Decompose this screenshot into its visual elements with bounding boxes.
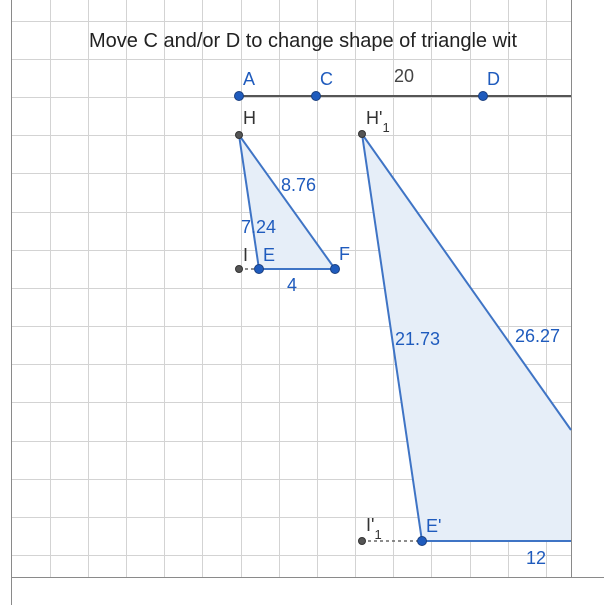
slider-point-a[interactable] <box>234 91 244 101</box>
small-triangle-side-he <box>238 134 260 270</box>
large-point-h[interactable] <box>358 130 366 138</box>
small-point-f[interactable] <box>330 264 340 274</box>
large-triangle-fill <box>362 134 571 541</box>
large-length-hf: 26.27 <box>515 326 560 346</box>
large-point-i[interactable] <box>358 537 366 545</box>
small-length-hf: 8.76 <box>281 175 316 195</box>
small-label-f: F <box>339 244 350 264</box>
small-label-e: E <box>263 245 275 265</box>
large-triangle-side-he <box>361 133 423 542</box>
slider-label-c: C <box>320 69 333 89</box>
large-label-e: E' <box>426 516 441 536</box>
large-label-h: H'1 <box>366 108 390 135</box>
large-point-e[interactable] <box>417 536 427 546</box>
slider-point-d[interactable] <box>478 91 488 101</box>
large-length-ef: 12 <box>526 548 546 568</box>
large-triangle-side-hf <box>361 133 572 431</box>
slider-value: 20 <box>394 66 414 86</box>
slider-label-d: D <box>487 69 500 89</box>
small-label-h: H <box>243 108 256 128</box>
large-label-i-subscript: 1 <box>374 527 381 542</box>
small-point-i[interactable] <box>235 265 243 273</box>
small-label-i: I <box>243 245 248 265</box>
slider-point-c[interactable] <box>311 91 321 101</box>
small-triangle-side-hf <box>238 134 336 270</box>
large-length-he: 21.73 <box>395 329 440 349</box>
small-length-he: 7.24 <box>241 217 276 237</box>
large-label-i: I'1 <box>366 515 382 542</box>
instruction-title: Move C and/or D to change shape of trian… <box>89 30 517 52</box>
small-point-e[interactable] <box>254 264 264 274</box>
large-label-h-subscript: 1 <box>382 120 389 135</box>
small-length-ef: 4 <box>287 275 297 295</box>
slider-label-a: A <box>243 69 255 89</box>
small-point-h[interactable] <box>235 131 243 139</box>
